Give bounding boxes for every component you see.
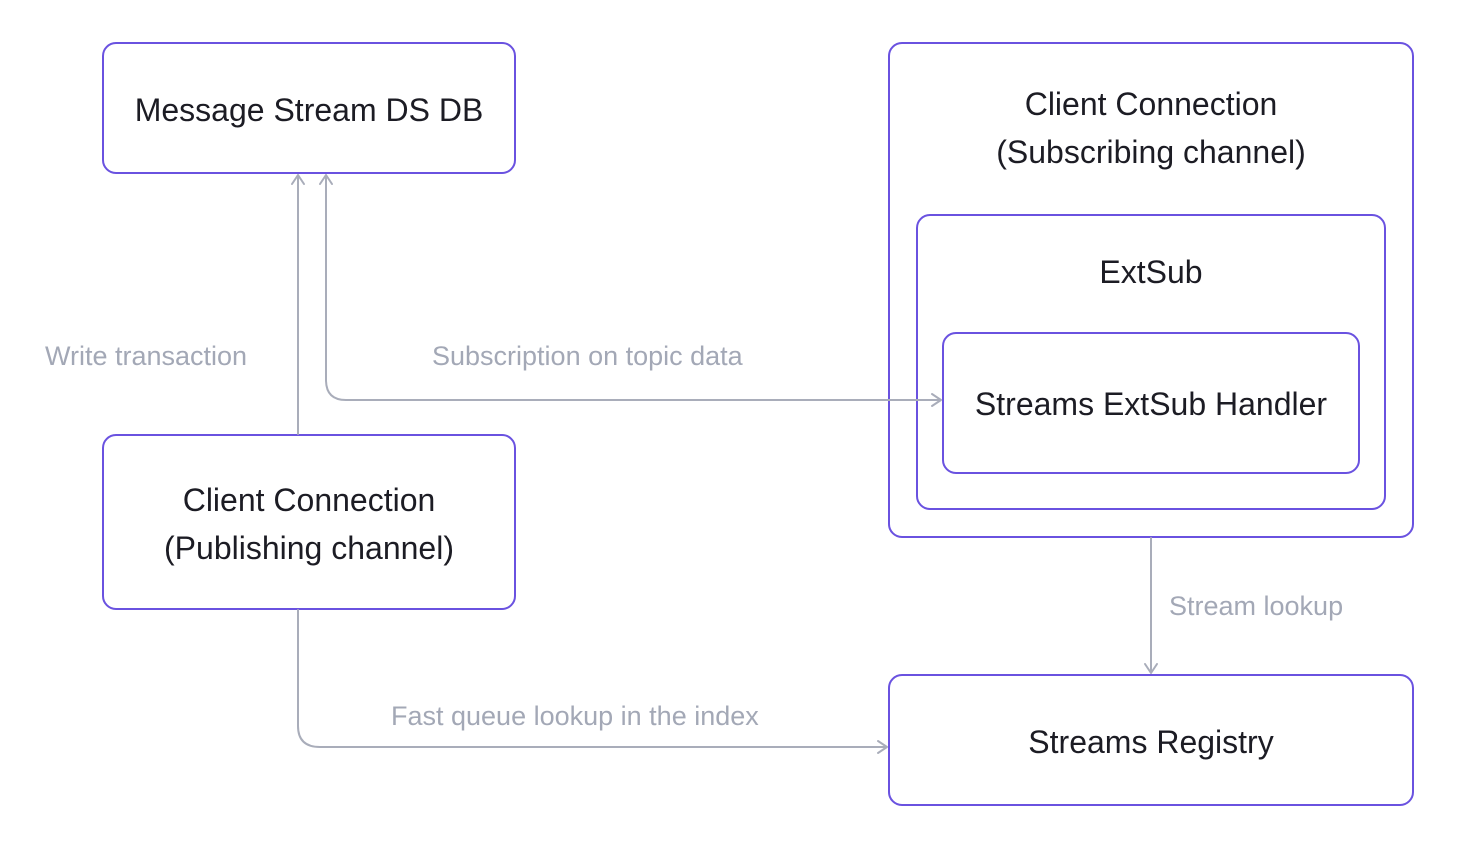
stream-lookup-label: Stream lookup <box>1169 591 1344 621</box>
message-stream-db-label: Message Stream DS DB <box>134 92 484 128</box>
extsub-label: ExtSub <box>1099 254 1203 290</box>
subscription-arrowhead-up <box>319 174 333 185</box>
streams-extsub-handler-label: Streams ExtSub Handler <box>974 386 1328 422</box>
streams-registry-node: Streams Registry <box>888 674 1414 806</box>
client-subscribing-subtitle: (Subscribing channel) <box>996 134 1306 170</box>
client-connection-publishing-node: Client Connection (Publishing channel) <box>102 434 516 610</box>
streams-registry-label: Streams Registry <box>1028 724 1274 760</box>
subscription-label: Subscription on topic data <box>432 341 743 371</box>
write-transaction-arrowhead <box>291 174 305 185</box>
stream-lookup-arrowhead <box>1144 663 1158 674</box>
message-stream-db-node: Message Stream DS DB <box>102 42 516 174</box>
streams-extsub-handler-node: Streams ExtSub Handler <box>942 332 1360 474</box>
fast-queue-lookup-arrowhead <box>877 740 888 754</box>
client-publishing-title: Client Connection <box>182 482 436 518</box>
fast-queue-lookup-label: Fast queue lookup in the index <box>391 701 759 731</box>
client-publishing-subtitle: (Publishing channel) <box>164 530 454 566</box>
client-subscribing-title: Client Connection <box>1024 86 1278 122</box>
write-transaction-label: Write transaction <box>45 341 248 371</box>
